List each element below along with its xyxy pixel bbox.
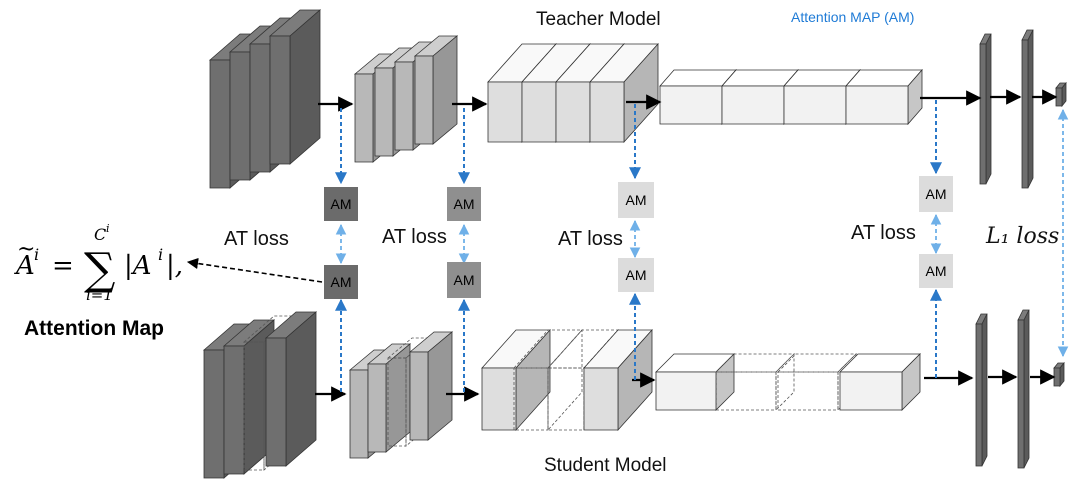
at-loss-label-2: AT loss	[382, 226, 447, 248]
am-box-student-4	[919, 254, 953, 288]
am-label: AM	[926, 186, 947, 202]
am-label: AM	[626, 267, 647, 283]
student-stage3-pruned-box	[513, 328, 583, 432]
student-stage4-box	[839, 353, 921, 411]
am-label: AM	[926, 263, 947, 279]
student-stage1-slab	[264, 311, 318, 467]
attention-map-label: Attention Map	[24, 317, 164, 340]
student-stage2-slab	[408, 331, 454, 441]
am-box-teacher-3	[618, 182, 654, 218]
am-box-student-1	[324, 265, 358, 299]
at-loss-arrows	[335, 108, 1069, 358]
teacher-stage4-box	[845, 68, 923, 126]
am-box-teacher-4	[919, 176, 953, 212]
am-box-student-2	[447, 262, 481, 298]
teacher-stage3-box	[589, 42, 659, 144]
formula-rhs: |A	[124, 251, 152, 281]
student-fc-1	[975, 313, 988, 467]
student-network	[202, 309, 1065, 479]
teacher-output	[1055, 81, 1067, 108]
at-loss-label-4: AT loss	[851, 222, 916, 244]
am-label: AM	[331, 196, 352, 212]
student-fc-2	[1017, 309, 1030, 469]
attention-formula: A ~ i = ∑ C i i=1 |A i |, Attention Map	[14, 222, 183, 340]
teacher-model-title: Teacher Model	[536, 9, 661, 30]
teacher-am-arrows	[335, 100, 942, 185]
svg-text:=: =	[52, 251, 74, 281]
student-stage4-pruned-box	[715, 353, 795, 411]
student-stage4-pruned-box	[777, 353, 857, 411]
teacher-stage1-slab	[268, 9, 322, 165]
am-box-teacher-2	[447, 187, 481, 221]
at-loss-label-3: AT loss	[558, 228, 623, 250]
svg-text:~: ~	[17, 237, 35, 262]
student-output	[1053, 361, 1065, 388]
formula-rhs-sup: i	[158, 245, 163, 264]
formula-lhs-sup: i	[34, 245, 39, 264]
student-model-title: Student Model	[544, 455, 667, 476]
formula-lhs: A	[14, 251, 35, 281]
formula-sum-top-sup: i	[106, 222, 110, 235]
am-label: AM	[454, 272, 475, 288]
am-box-student-3	[618, 258, 654, 292]
formula-sum-top: C	[94, 225, 106, 244]
formula-sum-bottom: i=1	[86, 286, 113, 304]
am-box-teacher-1	[324, 187, 358, 221]
attention-map-legend: Attention MAP (AM)	[791, 9, 915, 25]
student-am-arrows	[335, 288, 942, 392]
am-label: AM	[626, 192, 647, 208]
teacher-fc-2	[1021, 29, 1034, 189]
student-flow-arrows	[315, 369, 1056, 402]
student-stage4-box	[655, 353, 735, 411]
am-label: AM	[454, 196, 475, 212]
student-stage3-box	[481, 328, 551, 432]
student-stage2-slab	[366, 343, 412, 453]
formula-rhs-end: |,	[166, 251, 183, 281]
teacher-fc-1	[979, 33, 992, 185]
am-boxes: AM AM AM AM AM AM AM AM	[324, 176, 953, 299]
at-loss-label-1: AT loss	[224, 228, 289, 250]
am-label: AM	[331, 274, 352, 290]
svg-text:∑: ∑	[84, 244, 115, 295]
teacher-flow-arrows	[318, 89, 1058, 112]
l1-loss-label: L₁ loss	[986, 224, 1060, 249]
teacher-stage2-slab	[413, 35, 459, 145]
formula-pointer-arrow	[186, 257, 323, 283]
